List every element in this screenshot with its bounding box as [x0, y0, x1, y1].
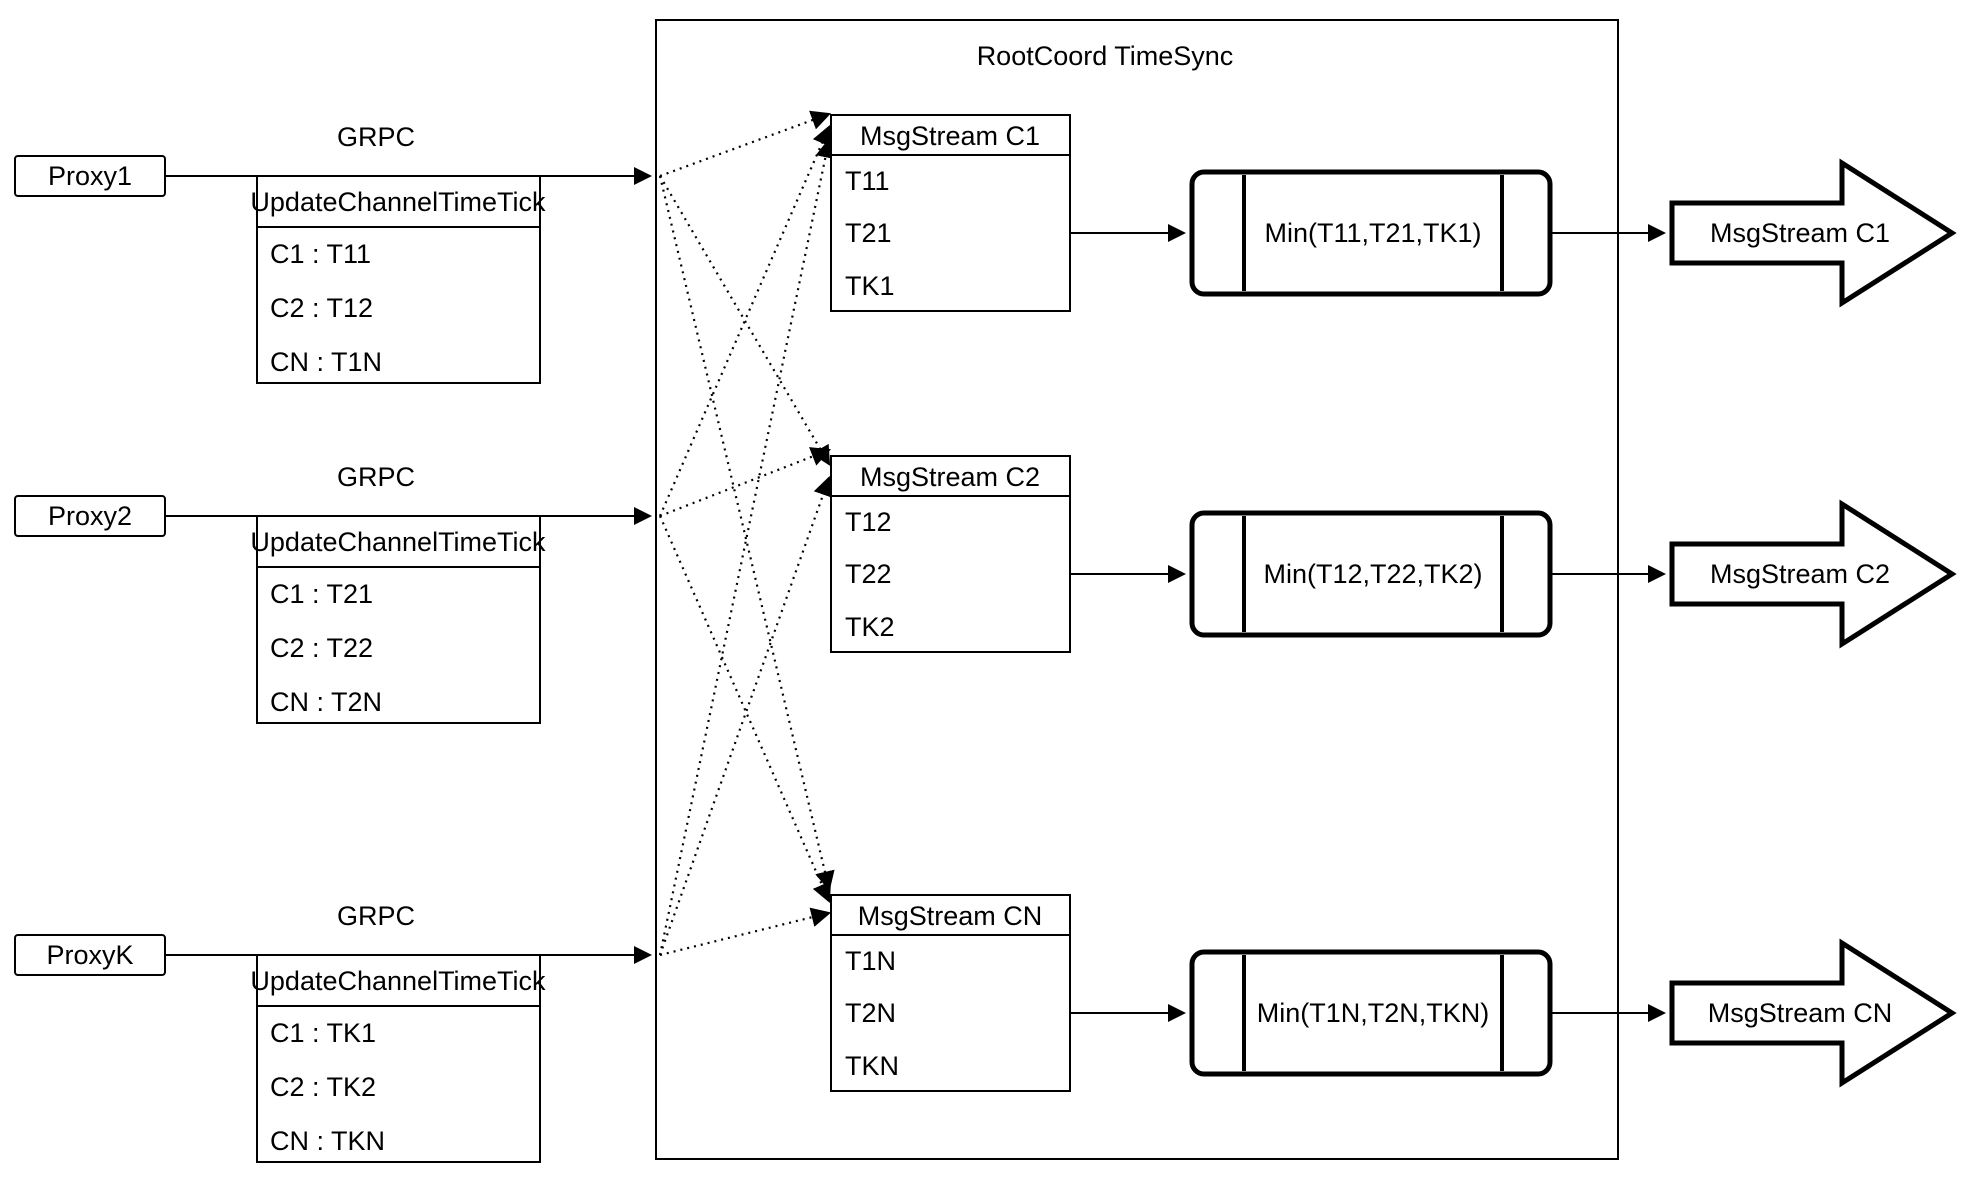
fan-arrow-pk-c2 [658, 475, 833, 956]
update-timetick-row: C2 : T12 [270, 293, 373, 323]
proxy1-box [14, 155, 166, 197]
timestamp-row: T12 [845, 507, 892, 537]
proxy1-label: Proxy1 [48, 161, 132, 191]
timestamp-row: T22 [845, 559, 892, 589]
update-timetick-row: C2 : TK2 [270, 1072, 376, 1102]
fan-arrow-pk-cn [659, 907, 832, 957]
fan-arrow-p2-c1 [658, 124, 832, 517]
timestamp-row: TK2 [845, 612, 895, 642]
update-timetick-table-2 [256, 515, 541, 724]
proxy2-box [14, 495, 166, 537]
timestamp-row: TKN [845, 1051, 899, 1081]
update-timetick-row: C1 : T21 [270, 579, 373, 609]
grpc-label-1: GRPC [337, 122, 415, 152]
msgstream-buffer-title-c1: MsgStream C1 [860, 121, 1040, 151]
update-timetick-row: CN : TKN [270, 1126, 385, 1156]
fan-arrow-pk-c1 [658, 137, 836, 956]
update-timetick-header-3: UpdateChannelTimeTick [250, 966, 546, 996]
min-label-2: Min(T12,T22,TK2) [1263, 559, 1482, 589]
output-arrow-label-3: MsgStream CN [1708, 998, 1893, 1028]
update-timetick-row: C1 : T11 [270, 239, 371, 269]
update-timetick-table-3 [256, 954, 541, 1163]
fan-arrow-p1-cn [658, 175, 835, 892]
msgstream-buffer-table-cn [830, 894, 1071, 1092]
timestamp-row: T1N [845, 946, 896, 976]
output-arrow-label-2: MsgStream C2 [1710, 559, 1890, 589]
update-timetick-row: C2 : T22 [270, 633, 373, 663]
update-timetick-row: CN : T1N [270, 347, 382, 377]
msgstream-buffer-title-cn: MsgStream CN [858, 901, 1043, 931]
update-timetick-table-1 [256, 175, 541, 384]
grpc-label-2: GRPC [337, 462, 415, 492]
grpc-label-3: GRPC [337, 901, 415, 931]
msgstream-buffer-title-c2: MsgStream C2 [860, 462, 1040, 492]
update-timetick-row: C1 : TK1 [270, 1018, 376, 1048]
proxyk-label: ProxyK [46, 940, 133, 970]
timestamp-row: T21 [845, 218, 892, 248]
fan-arrow-p2-cn [658, 515, 831, 904]
update-timetick-header-2: UpdateChannelTimeTick [250, 527, 546, 557]
update-timetick-row: CN : T2N [270, 687, 382, 717]
output-arrow-shape-2 [1669, 499, 1957, 649]
proxy2-label: Proxy2 [48, 501, 132, 531]
msgstream-buffer-table-c2 [830, 455, 1071, 653]
proxyk-box [14, 934, 166, 976]
output-arrow-shape-3 [1669, 938, 1957, 1088]
output-arrow-shape-1 [1669, 158, 1957, 308]
update-timetick-header-1: UpdateChannelTimeTick [250, 187, 546, 217]
timestamp-row: TK1 [845, 271, 895, 301]
min-label-1: Min(T11,T21,TK1) [1264, 218, 1481, 248]
timestamp-row: T11 [845, 166, 890, 196]
output-arrow-label-1: MsgStream C1 [1710, 218, 1890, 248]
msgstream-buffer-table-c1 [830, 114, 1071, 312]
min-label-3: Min(T1N,T2N,TKN) [1257, 998, 1490, 1028]
rootcoord-timesync-title: RootCoord TimeSync [977, 41, 1234, 71]
timestamp-row: T2N [845, 998, 896, 1028]
